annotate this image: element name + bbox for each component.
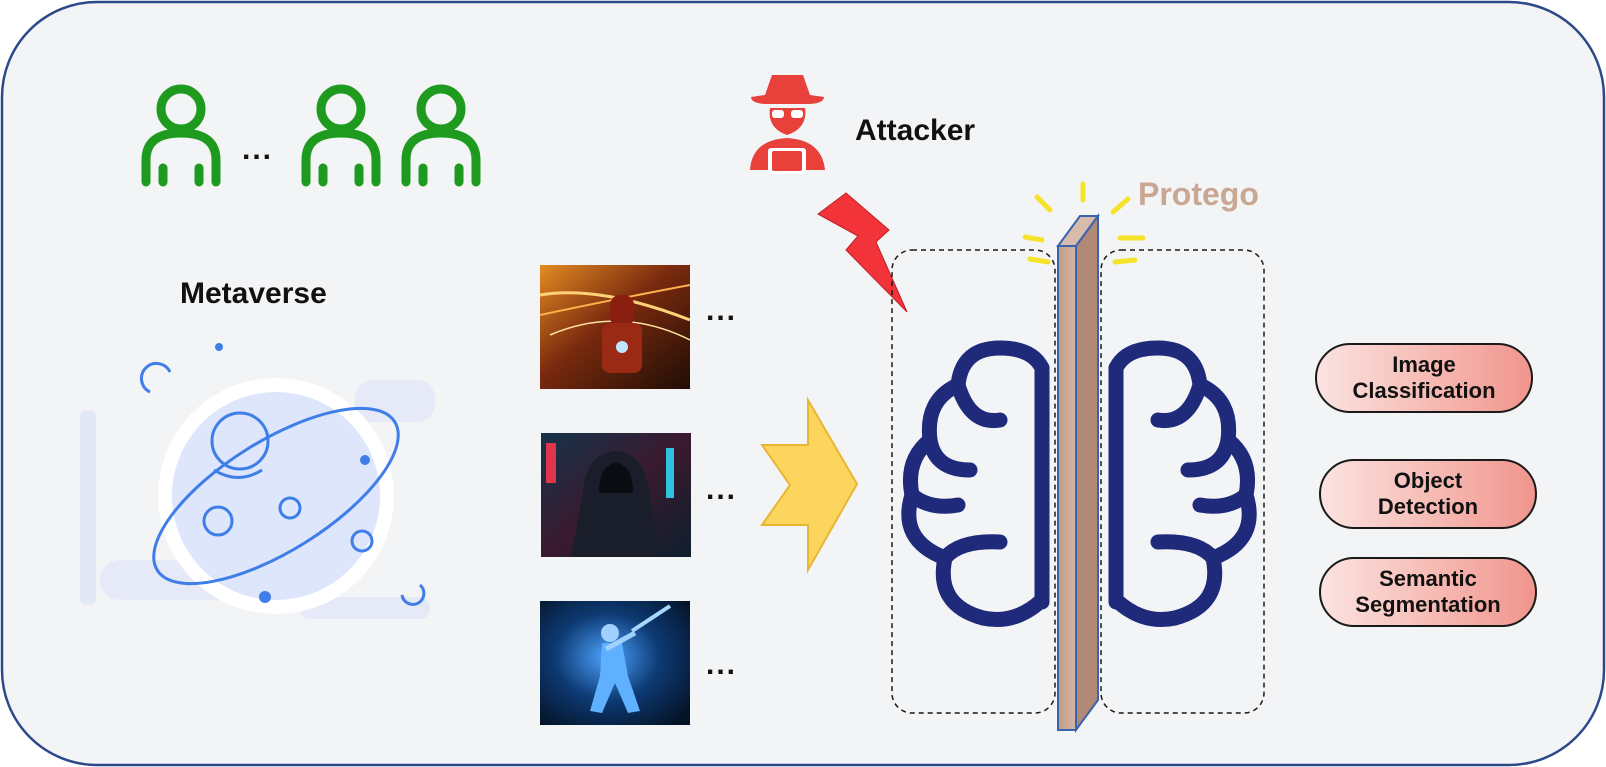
planet-icon — [80, 343, 435, 619]
shield-wall-icon — [1056, 212, 1100, 734]
baseball-batter-glow-image — [540, 601, 690, 725]
lightning-icon — [817, 192, 908, 313]
image-ellipsis: ... — [706, 294, 738, 327]
ironman-sparks-image — [540, 265, 690, 389]
task-label-line1: Semantic — [1379, 565, 1477, 591]
brain-right-icon — [1108, 340, 1257, 628]
user-icon — [301, 84, 381, 187]
user-icon — [401, 84, 481, 187]
left-dashed-box — [891, 249, 1056, 714]
arrow-icon — [760, 396, 859, 574]
task-label-line1: Image — [1392, 351, 1456, 377]
task-semantic-segmentation: Semantic Segmentation — [1319, 557, 1537, 627]
protego-label: Protego — [1138, 176, 1259, 212]
attacker-icon — [750, 75, 825, 174]
task-label-line2: Detection — [1377, 494, 1479, 519]
image-ellipsis: ... — [706, 648, 738, 681]
glow-rays-icon — [1022, 181, 1146, 265]
users-ellipsis: ... — [242, 133, 274, 166]
task-label-line2: Segmentation — [1355, 592, 1501, 617]
hooded-figure-neon-image — [541, 433, 691, 557]
task-image-classification: Image Classification — [1315, 343, 1533, 413]
user-icon — [141, 84, 221, 187]
brain-left-icon — [901, 340, 1050, 628]
task-object-detection: Object Detection — [1319, 459, 1537, 529]
task-label-line2: Classification — [1352, 378, 1496, 403]
task-label-line1: Object — [1393, 467, 1463, 493]
right-dashed-box — [1100, 249, 1265, 714]
metaverse-label: Metaverse — [180, 277, 327, 310]
image-ellipsis: ... — [706, 473, 738, 506]
attacker-label: Attacker — [855, 114, 976, 147]
